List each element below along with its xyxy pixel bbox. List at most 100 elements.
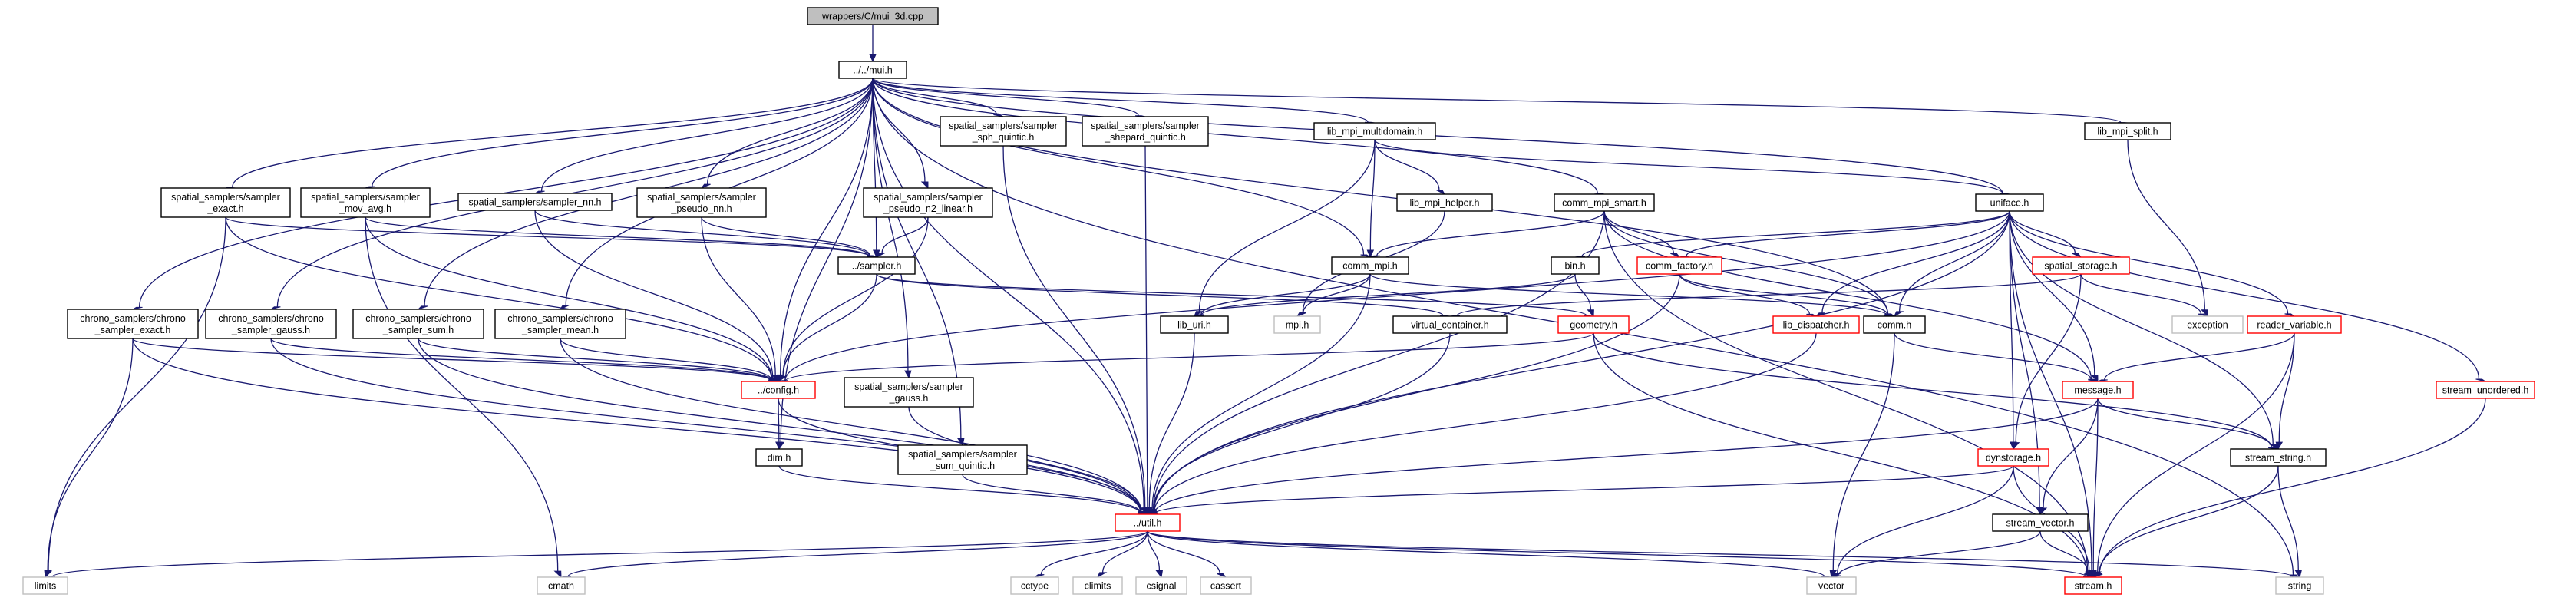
node-box-dim[interactable]: [755, 448, 803, 467]
node-geometry[interactable]: geometry.h: [1557, 315, 1630, 334]
node-box-mov_avg[interactable]: [300, 187, 431, 218]
node-lib_uri[interactable]: lib_uri.h: [1160, 315, 1229, 334]
node-box-lib_mpi_helper[interactable]: [1396, 193, 1493, 212]
node-box-csignal[interactable]: [1135, 576, 1187, 595]
node-box-lib_mpi_split[interactable]: [2084, 122, 2171, 140]
node-nn[interactable]: spatial_samplers/sampler_nn.h: [457, 193, 613, 211]
node-box-spatial_storage[interactable]: [2032, 256, 2130, 275]
node-box-exception[interactable]: [2171, 315, 2244, 334]
node-box-dynstorage[interactable]: [1977, 448, 2049, 467]
node-comm_mpi_smart[interactable]: comm_mpi_smart.h: [1554, 193, 1655, 212]
node-box-mui[interactable]: [838, 61, 907, 79]
node-box-c_exact[interactable]: [67, 309, 199, 339]
node-util[interactable]: ../util.h: [1115, 513, 1181, 532]
node-box-sum_quintic[interactable]: [897, 444, 1028, 475]
node-sph_quintic[interactable]: spatial_samplers/sampler_sph_quintic.h: [940, 116, 1067, 147]
node-cmath[interactable]: cmath: [537, 576, 586, 595]
node-box-comm[interactable]: [1863, 315, 1926, 334]
node-c_sum[interactable]: chrono_samplers/chrono_sampler_sum.h: [352, 309, 484, 339]
node-box-sampler[interactable]: [837, 256, 916, 275]
node-cassert[interactable]: cassert: [1200, 576, 1252, 595]
node-sum_quintic[interactable]: spatial_samplers/sampler_sum_quintic.h: [897, 444, 1028, 475]
node-box-stream_vector[interactable]: [1992, 513, 2089, 532]
node-lib_mpi_split[interactable]: lib_mpi_split.h: [2084, 122, 2171, 140]
node-box-uniface[interactable]: [1975, 193, 2044, 212]
node-box-sph_quintic[interactable]: [940, 116, 1067, 147]
node-mpi[interactable]: mpi.h: [1273, 315, 1321, 334]
node-lib_dispatcher[interactable]: lib_dispatcher.h: [1772, 315, 1860, 334]
node-csignal[interactable]: csignal: [1135, 576, 1187, 595]
node-climits[interactable]: climits: [1072, 576, 1123, 595]
node-box-pseudo_n2[interactable]: [863, 187, 993, 218]
node-cctype[interactable]: cctype: [1010, 576, 1059, 595]
node-box-s_gauss[interactable]: [844, 377, 974, 408]
node-exact[interactable]: spatial_samplers/sampler_exact.h: [160, 187, 291, 218]
node-box-comm_mpi[interactable]: [1331, 256, 1409, 275]
node-box-lib_dispatcher[interactable]: [1772, 315, 1860, 334]
node-comm_factory[interactable]: comm_factory.h: [1636, 256, 1722, 275]
node-box-virtual_container[interactable]: [1392, 315, 1508, 334]
node-box-string[interactable]: [2275, 576, 2324, 595]
node-box-cassert[interactable]: [1200, 576, 1252, 595]
node-config[interactable]: ../config.h: [741, 381, 816, 399]
node-box-comm_factory[interactable]: [1636, 256, 1722, 275]
node-vector[interactable]: vector: [1806, 576, 1857, 595]
node-reader_variable[interactable]: reader_variable.h: [2247, 315, 2342, 334]
node-box-cmath[interactable]: [537, 576, 586, 595]
node-s_gauss[interactable]: spatial_samplers/sampler_gauss.h: [844, 377, 974, 408]
node-c_mean[interactable]: chrono_samplers/chrono_sampler_mean.h: [494, 309, 626, 339]
node-string[interactable]: string: [2275, 576, 2324, 595]
node-box-nn[interactable]: [457, 193, 613, 211]
node-box-lib_mpi_multidomain[interactable]: [1313, 122, 1436, 140]
node-box-lib_uri[interactable]: [1160, 315, 1229, 334]
node-box-message[interactable]: [2062, 381, 2134, 399]
node-shepard[interactable]: spatial_samplers/sampler_shepard_quintic…: [1082, 116, 1209, 147]
node-box-c_gauss[interactable]: [205, 309, 337, 339]
node-box-vector[interactable]: [1806, 576, 1857, 595]
node-box-c_mean[interactable]: [494, 309, 626, 339]
node-spatial_storage[interactable]: spatial_storage.h: [2032, 256, 2130, 275]
node-box-util[interactable]: [1115, 513, 1181, 532]
node-mui[interactable]: ../../mui.h: [838, 61, 907, 79]
node-bin[interactable]: bin.h: [1551, 256, 1600, 275]
node-root[interactable]: wrappers/C/mui_3d.cpp: [807, 7, 939, 25]
node-sampler[interactable]: ../sampler.h: [837, 256, 916, 275]
node-box-shepard[interactable]: [1082, 116, 1209, 147]
node-box-exact[interactable]: [160, 187, 291, 218]
node-box-climits[interactable]: [1072, 576, 1123, 595]
node-c_exact[interactable]: chrono_samplers/chrono_sampler_exact.h: [67, 309, 199, 339]
node-box-bin[interactable]: [1551, 256, 1600, 275]
node-mov_avg[interactable]: spatial_samplers/sampler_mov_avg.h: [300, 187, 431, 218]
node-comm[interactable]: comm.h: [1863, 315, 1926, 334]
node-message[interactable]: message.h: [2062, 381, 2134, 399]
node-uniface[interactable]: uniface.h: [1975, 193, 2044, 212]
node-pseudo_nn[interactable]: spatial_samplers/sampler_pseudo_nn.h: [636, 187, 767, 218]
node-c_gauss[interactable]: chrono_samplers/chrono_sampler_gauss.h: [205, 309, 337, 339]
node-box-geometry[interactable]: [1557, 315, 1630, 334]
node-dynstorage[interactable]: dynstorage.h: [1977, 448, 2049, 467]
node-virtual_container[interactable]: virtual_container.h: [1392, 315, 1508, 334]
node-box-pseudo_nn[interactable]: [636, 187, 767, 218]
node-stream[interactable]: stream.h: [2064, 576, 2122, 595]
node-limits[interactable]: limits: [22, 576, 68, 595]
node-stream_vector[interactable]: stream_vector.h: [1992, 513, 2089, 532]
node-pseudo_n2[interactable]: spatial_samplers/sampler_pseudo_n2_linea…: [863, 187, 993, 218]
node-box-stream_string[interactable]: [2230, 448, 2327, 467]
node-box-reader_variable[interactable]: [2247, 315, 2342, 334]
node-dim[interactable]: dim.h: [755, 448, 803, 467]
node-box-comm_mpi_smart[interactable]: [1554, 193, 1655, 212]
node-box-config[interactable]: [741, 381, 816, 399]
node-lib_mpi_multidomain[interactable]: lib_mpi_multidomain.h: [1313, 122, 1436, 140]
node-comm_mpi[interactable]: comm_mpi.h: [1331, 256, 1409, 275]
node-box-stream[interactable]: [2064, 576, 2122, 595]
node-box-root[interactable]: [807, 7, 939, 25]
node-box-limits[interactable]: [22, 576, 68, 595]
node-stream_string[interactable]: stream_string.h: [2230, 448, 2327, 467]
node-box-stream_unordered[interactable]: [2436, 381, 2535, 399]
node-lib_mpi_helper[interactable]: lib_mpi_helper.h: [1396, 193, 1493, 212]
node-box-c_sum[interactable]: [352, 309, 484, 339]
node-box-mpi[interactable]: [1273, 315, 1321, 334]
node-stream_unordered[interactable]: stream_unordered.h: [2436, 381, 2535, 399]
node-box-cctype[interactable]: [1010, 576, 1059, 595]
node-exception[interactable]: exception: [2171, 315, 2244, 334]
